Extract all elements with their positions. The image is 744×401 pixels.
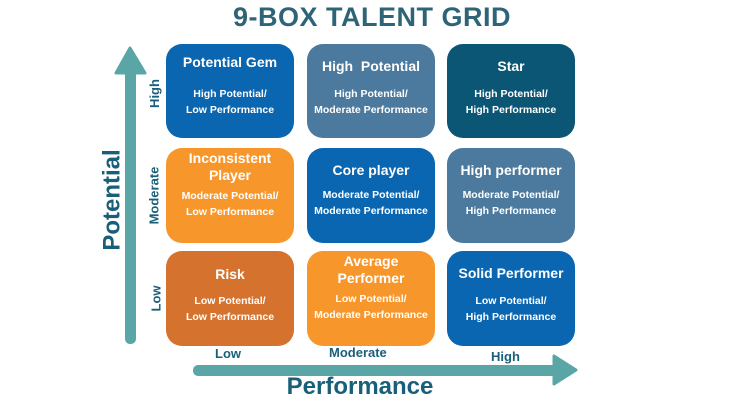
x-axis-title: Performance: [286, 373, 434, 400]
y-level-low: Low: [148, 285, 164, 312]
y-level-moderate: Moderate: [146, 166, 162, 225]
box-title: High Potential: [322, 58, 420, 74]
box-title: Average Performer: [337, 253, 405, 286]
x-level-moderate: Moderate: [329, 345, 387, 360]
box-average-performer: Average Performer Low Potential/ Moderat…: [307, 251, 435, 346]
y-axis-title: Potential: [98, 149, 126, 251]
box-desc: Moderate Potential/: [322, 189, 420, 201]
box-solid-performer: Solid Performer Low Potential/ High Perf…: [447, 251, 575, 346]
box-title: High performer: [460, 162, 562, 178]
x-level-high: High: [491, 349, 520, 364]
box-desc: Low Potential/: [335, 293, 407, 305]
box-desc: Low Performance: [185, 104, 275, 116]
box-desc: Moderate Potential/: [181, 190, 279, 202]
box-high-performer: High performer Moderate Potential/ High …: [447, 148, 575, 243]
box-desc: High Performance: [465, 104, 557, 116]
box-desc: High Potential/: [474, 88, 548, 100]
box-title: Potential Gem: [182, 54, 278, 70]
box-title: Star: [497, 58, 525, 74]
box-desc: Moderate Performance: [314, 205, 428, 217]
box-desc: High Potential/: [334, 88, 408, 100]
box-desc: High Performance: [465, 311, 557, 323]
box-star: Star High Potential/ High Performance: [447, 44, 575, 138]
box-desc: Low Potential/: [194, 295, 266, 307]
page-title: 9-BOX TALENT GRID: [233, 2, 511, 32]
box-desc: Moderate Performance: [314, 309, 428, 321]
box-desc: Low Potential/: [475, 295, 547, 307]
box-desc: Moderate Performance: [314, 104, 428, 116]
box-title: Risk: [215, 266, 245, 282]
box-desc: Low Performance: [185, 311, 275, 323]
y-axis-arrow-icon: [114, 46, 147, 344]
box-title: Inconsistent Player: [188, 150, 272, 183]
box-high-potential: High Potential High Potential/ Moderate …: [307, 44, 435, 138]
box-title: Solid Performer: [458, 265, 564, 281]
box-desc: Low Performance: [185, 206, 275, 218]
box-desc: Moderate Potential/: [462, 189, 560, 201]
x-level-low: Low: [215, 346, 241, 361]
box-desc: High Performance: [465, 205, 557, 217]
box-inconsistent-player: Inconsistent Player Moderate Potential/ …: [166, 148, 294, 243]
y-level-high: High: [146, 79, 162, 108]
box-risk: Risk Low Potential/ Low Performance: [166, 251, 294, 346]
box-core-player: Core player Moderate Potential/ Moderate…: [307, 148, 435, 243]
box-desc: High Potential/: [193, 88, 267, 100]
box-title: Core player: [332, 162, 410, 178]
box-potential-gem: Potential Gem High Potential/ Low Perfor…: [166, 44, 294, 138]
x-axis-arrow-icon: [193, 354, 578, 386]
